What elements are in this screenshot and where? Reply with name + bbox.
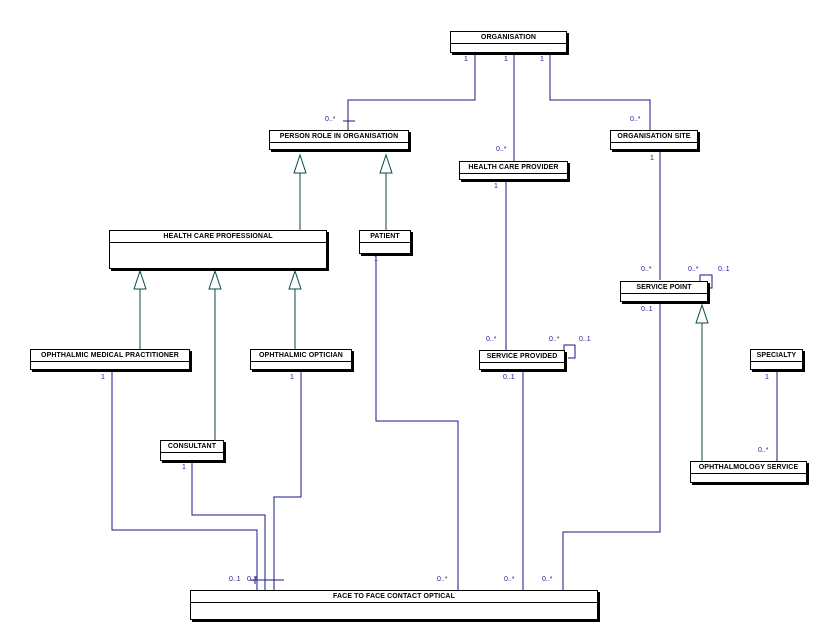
mult-serviceprovided-many: 0..* (486, 336, 497, 343)
mult-servicepoint-bottom: 0..1 (641, 306, 653, 313)
mult-serviceprovided-self-many: 0..* (549, 336, 560, 343)
gen-arrow-patient (379, 153, 393, 174)
assoc-servicepoint-f2f (562, 302, 661, 590)
mult-role-many: 0..* (325, 116, 336, 123)
mult-f2f-patient: 0..* (437, 576, 448, 583)
class-service-provided[interactable]: SERVICE PROVIDED (479, 350, 565, 370)
assoc-org-site (549, 53, 651, 130)
class-health-care-provider-label: HEALTH CARE PROVIDER (460, 162, 567, 174)
gen-arrow-hcp (293, 153, 307, 174)
class-ophthalmic-medical-practitioner[interactable]: OPHTHALMIC MEDICAL PRACTITIONER (30, 349, 190, 370)
mult-specialty-one: 1 (765, 374, 769, 381)
class-ophthalmic-optician-label: OPHTHALMIC OPTICIAN (251, 350, 351, 362)
assoc-org-role (347, 53, 476, 130)
mult-site-many: 0..* (630, 116, 641, 123)
assoc-omp-f2f (111, 370, 258, 590)
mult-servicepoint-many: 0..* (641, 266, 652, 273)
class-specialty[interactable]: SPECIALTY (750, 349, 803, 370)
class-consultant-label: CONSULTANT (161, 441, 223, 453)
class-organisation[interactable]: ORGANISATION (450, 31, 567, 53)
class-patient-label: PATIENT (360, 231, 410, 243)
class-service-point[interactable]: SERVICE POINT (620, 281, 708, 302)
assoc-optician-f2f (273, 370, 302, 590)
assoc-patient-f2f (375, 254, 459, 590)
class-face-to-face-contact-optical-label: FACE TO FACE CONTACT OPTICAL (191, 591, 597, 603)
mult-omp-one: 1 (101, 374, 105, 381)
mult-provider-many: 0..* (496, 146, 507, 153)
class-patient[interactable]: PATIENT (359, 230, 411, 254)
mult-site-one: 1 (650, 155, 654, 162)
mult-f2f-serviceprovided: 0..* (504, 576, 515, 583)
mult-org-provider: 1 (504, 56, 508, 63)
mult-provider-one: 1 (494, 183, 498, 190)
gen-arrow-optician (288, 269, 302, 290)
mult-consultant-one: 1 (182, 464, 186, 471)
mult-servicepoint-self-many: 0..* (688, 266, 699, 273)
class-organisation-site[interactable]: ORGANISATION SITE (610, 130, 698, 150)
gen-arrow-consultant (208, 269, 222, 290)
class-organisation-label: ORGANISATION (451, 32, 566, 44)
class-organisation-site-label: ORGANISATION SITE (611, 131, 697, 143)
class-person-role[interactable]: PERSON ROLE IN ORGANISATION (269, 130, 409, 150)
assoc-serviceprovided-self (563, 344, 576, 359)
mult-serviceprovided-self-one: 0..1 (579, 336, 591, 343)
class-person-role-label: PERSON ROLE IN ORGANISATION (270, 131, 408, 143)
mult-patient-one: 1 (374, 256, 378, 263)
mult-org-role: 1 (464, 56, 468, 63)
mult-optician-one: 1 (290, 374, 294, 381)
class-face-to-face-contact-optical[interactable]: FACE TO FACE CONTACT OPTICAL (190, 590, 598, 620)
class-ophthalmology-service-label: OPHTHALMOLOGY SERVICE (691, 462, 806, 474)
mult-f2f-servicepoint: 0..* (542, 576, 553, 583)
class-health-care-provider[interactable]: HEALTH CARE PROVIDER (459, 161, 568, 180)
mult-f2f-left-many: 0..* (247, 576, 258, 583)
mult-servicepoint-self-one: 0..1 (718, 266, 730, 273)
mult-ophthservice-many: 0..* (758, 447, 769, 454)
class-ophthalmology-service[interactable]: OPHTHALMOLOGY SERVICE (690, 461, 807, 483)
mult-org-site: 1 (540, 56, 544, 63)
class-specialty-label: SPECIALTY (751, 350, 802, 362)
class-consultant[interactable]: CONSULTANT (160, 440, 224, 461)
gen-arrow-omp (133, 269, 147, 290)
class-ophthalmic-medical-practitioner-label: OPHTHALMIC MEDICAL PRACTITIONER (31, 350, 189, 362)
mult-serviceprovided-bottom: 0..1 (503, 374, 515, 381)
assoc-servicepoint-self (699, 274, 713, 289)
mult-f2f-left-one: 0..1 (229, 576, 241, 583)
class-health-care-professional[interactable]: HEALTH CARE PROFESSIONAL (109, 230, 327, 269)
gen-arrow-ophth-service (695, 303, 709, 324)
class-service-point-label: SERVICE POINT (621, 282, 707, 294)
class-health-care-professional-label: HEALTH CARE PROFESSIONAL (110, 231, 326, 243)
class-ophthalmic-optician[interactable]: OPHTHALMIC OPTICIAN (250, 349, 352, 370)
assoc-consultant-f2f (191, 461, 266, 590)
class-service-provided-label: SERVICE PROVIDED (480, 351, 564, 363)
